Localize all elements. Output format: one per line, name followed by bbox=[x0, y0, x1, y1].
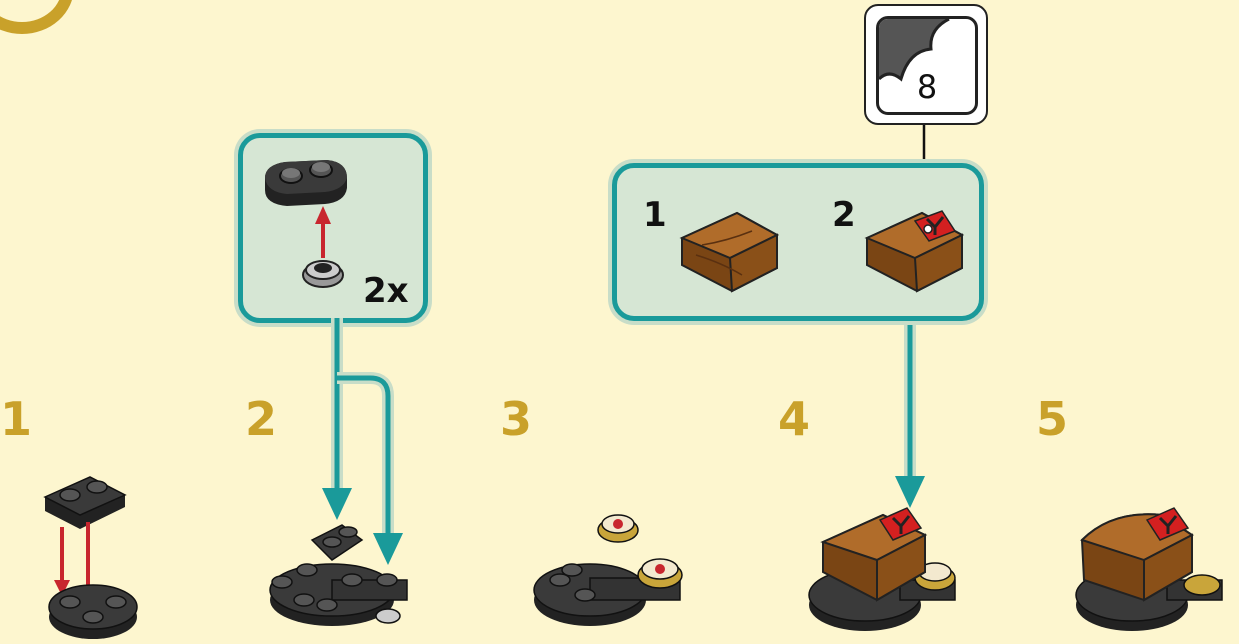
step-3-model bbox=[533, 514, 683, 626]
arrow-head-right bbox=[373, 533, 403, 565]
sub-step-1: 1 bbox=[643, 195, 667, 235]
step-4-model bbox=[808, 507, 956, 631]
step-number-1: 1 bbox=[0, 392, 33, 446]
step-1-model bbox=[43, 476, 138, 639]
quantity-label: 2x bbox=[363, 271, 409, 311]
step-number-2: 2 bbox=[245, 392, 278, 446]
sticker-reference-box: 8 bbox=[864, 4, 988, 125]
sub-step-2: 2 bbox=[832, 195, 856, 235]
step-number-3: 3 bbox=[500, 392, 533, 446]
plate-parts-illustration bbox=[265, 160, 347, 288]
sticker-number: 8 bbox=[916, 68, 938, 106]
arrow-head-step4 bbox=[895, 476, 925, 508]
subassembly-callout-2x: 2x bbox=[238, 133, 428, 323]
step-number-5: 5 bbox=[1036, 392, 1069, 446]
step-2-model bbox=[269, 524, 408, 626]
step-number-4: 4 bbox=[778, 392, 811, 446]
sticker-sheet-icon: 8 bbox=[876, 16, 978, 115]
sticker-callout: 1 2 bbox=[612, 163, 984, 321]
step-5-model bbox=[1075, 507, 1223, 631]
slope-brick-illustration bbox=[679, 210, 965, 293]
arrow-head-left bbox=[322, 488, 352, 520]
